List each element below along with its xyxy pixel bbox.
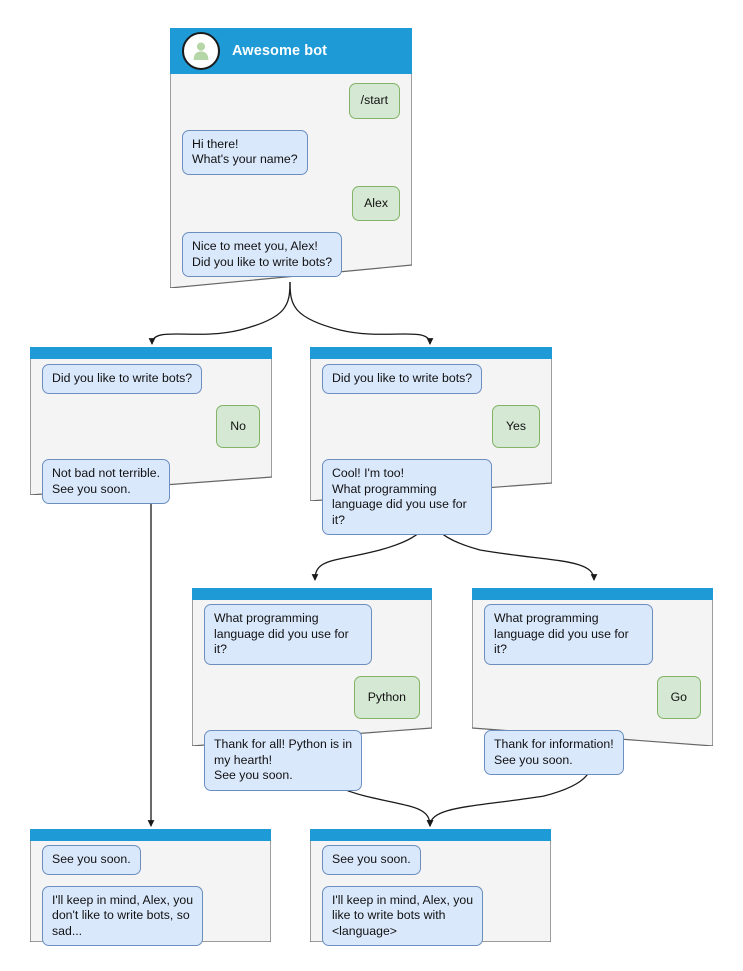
- message-row: Go: [484, 675, 701, 719]
- user-message-bubble: No: [216, 404, 260, 448]
- message-row: What programming language did you use fo…: [204, 604, 420, 665]
- message-row: What programming language did you use fo…: [484, 604, 701, 665]
- bot-message-bubble: What programming language did you use fo…: [484, 604, 654, 665]
- message-row: No: [42, 404, 260, 448]
- node-go-branch-chat: What programming language did you use fo…: [472, 599, 713, 790]
- message-row: Nice to meet you, Alex! Did you like to …: [182, 232, 400, 277]
- user-message-bubble: Alex: [352, 185, 400, 221]
- node-no-branch[interactable]: Did you like to write bots? No Not bad n…: [30, 347, 272, 504]
- node-yes-branch[interactable]: Did you like to write bots? Yes Cool! I'…: [310, 347, 552, 535]
- message-row: Cool! I'm too! What programming language…: [322, 459, 540, 535]
- node-go-branch-titlebar: [472, 588, 713, 599]
- message-row: Did you like to write bots?: [322, 364, 540, 394]
- message-row: Did you like to write bots?: [42, 364, 260, 394]
- message-row: See you soon.: [322, 845, 539, 875]
- message-row: I'll keep in mind, Alex, you like to wri…: [322, 885, 539, 946]
- bot-message-bubble: Hi there! What's your name?: [182, 129, 308, 175]
- node-root[interactable]: Awesome bot /start Hi there! What's your…: [170, 28, 412, 288]
- user-message-bubble: Python: [353, 675, 420, 719]
- node-go-branch[interactable]: What programming language did you use fo…: [472, 588, 713, 775]
- message-row: Alex: [182, 185, 400, 221]
- bot-name-label: Awesome bot: [232, 42, 328, 59]
- user-message-bubble: Yes: [491, 404, 540, 448]
- node-python-branch-titlebar: [192, 588, 432, 599]
- node-end-sad[interactable]: See you soon. I'll keep in mind, Alex, y…: [30, 829, 271, 946]
- node-end-sad-titlebar: [30, 829, 271, 840]
- node-yes-branch-titlebar: [310, 347, 552, 358]
- node-end-happy[interactable]: See you soon. I'll keep in mind, Alex, y…: [310, 829, 551, 946]
- node-root-chat: /start Hi there! What's your name? Alex …: [170, 73, 412, 292]
- bot-message-bubble: Thank for all! Python is in my hearth! S…: [204, 730, 363, 791]
- bot-message-bubble: I'll keep in mind, Alex, you don't like …: [42, 885, 204, 946]
- message-row: Thank for all! Python is in my hearth! S…: [204, 730, 420, 791]
- bot-message-bubble: Did you like to write bots?: [42, 364, 203, 394]
- node-python-branch-chat: What programming language did you use fo…: [192, 599, 432, 806]
- bot-message-bubble: What programming language did you use fo…: [204, 604, 373, 665]
- bot-message-bubble: Nice to meet you, Alex! Did you like to …: [182, 232, 343, 277]
- bot-message-bubble: Thank for information! See you soon.: [484, 730, 624, 775]
- message-row: Hi there! What's your name?: [182, 129, 400, 175]
- bot-message-bubble: See you soon.: [322, 845, 421, 875]
- message-row: See you soon.: [42, 845, 259, 875]
- node-python-branch[interactable]: What programming language did you use fo…: [192, 588, 432, 791]
- message-row: Thank for information! See you soon.: [484, 730, 701, 775]
- user-avatar-icon: [182, 31, 220, 70]
- node-no-branch-chat: Did you like to write bots? No Not bad n…: [30, 358, 272, 519]
- node-end-happy-chat: See you soon. I'll keep in mind, Alex, y…: [310, 840, 551, 961]
- bot-message-bubble: I'll keep in mind, Alex, you like to wri…: [322, 885, 484, 946]
- user-message-bubble: /start: [348, 83, 400, 119]
- message-row: Yes: [322, 404, 540, 448]
- bot-message-bubble: Cool! I'm too! What programming language…: [322, 459, 493, 535]
- node-end-sad-chat: See you soon. I'll keep in mind, Alex, y…: [30, 840, 271, 961]
- user-message-bubble: Go: [656, 675, 701, 719]
- node-yes-branch-chat: Did you like to write bots? Yes Cool! I'…: [310, 358, 552, 550]
- node-end-happy-titlebar: [310, 829, 551, 840]
- bot-message-bubble: Did you like to write bots?: [322, 364, 483, 394]
- message-row: /start: [182, 83, 400, 119]
- message-row: Python: [204, 675, 420, 719]
- node-no-branch-titlebar: [30, 347, 272, 358]
- message-row: I'll keep in mind, Alex, you don't like …: [42, 885, 259, 946]
- bot-message-bubble: See you soon.: [42, 845, 141, 875]
- bot-message-bubble: Not bad not terrible. See you soon.: [42, 459, 171, 504]
- node-root-titlebar: Awesome bot: [170, 28, 412, 73]
- message-row: Not bad not terrible. See you soon.: [42, 459, 260, 504]
